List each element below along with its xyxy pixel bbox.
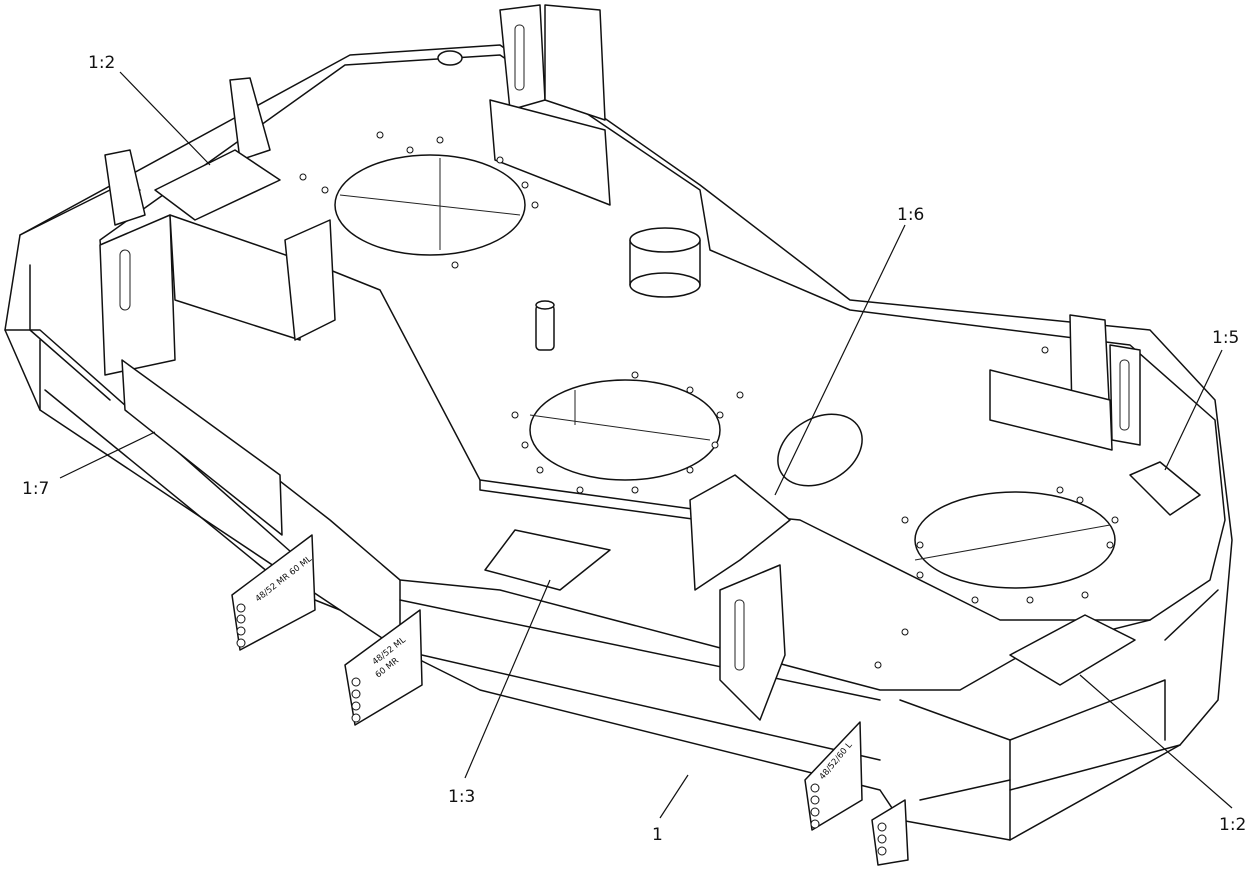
center-pulley-cover (437, 50, 863, 487)
mounting-holes (299, 131, 1119, 669)
decal-right-rear (1129, 461, 1201, 516)
decal-side-long (121, 359, 283, 536)
decal-front-center (484, 529, 611, 591)
plate-middle: 48/52 ML 60 MR (344, 609, 423, 726)
callout-1-2-bottom: 1:2 (1219, 815, 1246, 835)
callout-1-7: 1:7 (22, 479, 49, 499)
plate-far-right (871, 799, 909, 866)
leader-lines (59, 71, 1233, 819)
left-bracket (99, 77, 336, 376)
callout-labels: 1:2 1:6 1:5 1:7 1:3 1 1:2 (22, 53, 1246, 845)
plate-right: 48/52/60 L (804, 721, 863, 831)
callout-1-3: 1:3 (448, 787, 475, 807)
callout-1-2-top: 1:2 (88, 53, 115, 73)
callout-1-6: 1:6 (897, 205, 924, 225)
right-bracket (989, 314, 1141, 451)
front-center-bracket (689, 474, 791, 721)
decals (121, 149, 1201, 686)
rear-bracket-center (489, 4, 611, 206)
decal-right-front (1009, 614, 1136, 686)
blade-openings (334, 154, 1116, 589)
callout-1: 1 (652, 825, 663, 845)
callout-1-5: 1:5 (1212, 328, 1239, 348)
